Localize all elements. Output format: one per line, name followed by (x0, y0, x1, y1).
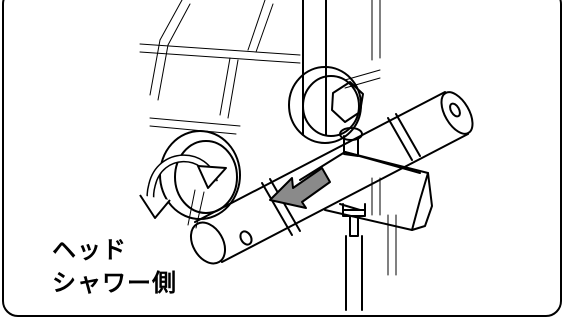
rotate-arrow-icon (139, 154, 227, 219)
wall-tiles (139, 0, 397, 276)
direction-arrow-icon (269, 167, 331, 209)
caption-line-2: シャワー側 (52, 269, 177, 297)
diverter-knob (339, 127, 363, 157)
hose-connector (342, 203, 366, 311)
caption: ヘッド シャワー側 (52, 234, 177, 300)
diagram-frame (2, 0, 562, 317)
caption-line-1: ヘッド (52, 236, 127, 264)
mixer-body (189, 91, 474, 265)
right-wall-flange (288, 66, 364, 144)
